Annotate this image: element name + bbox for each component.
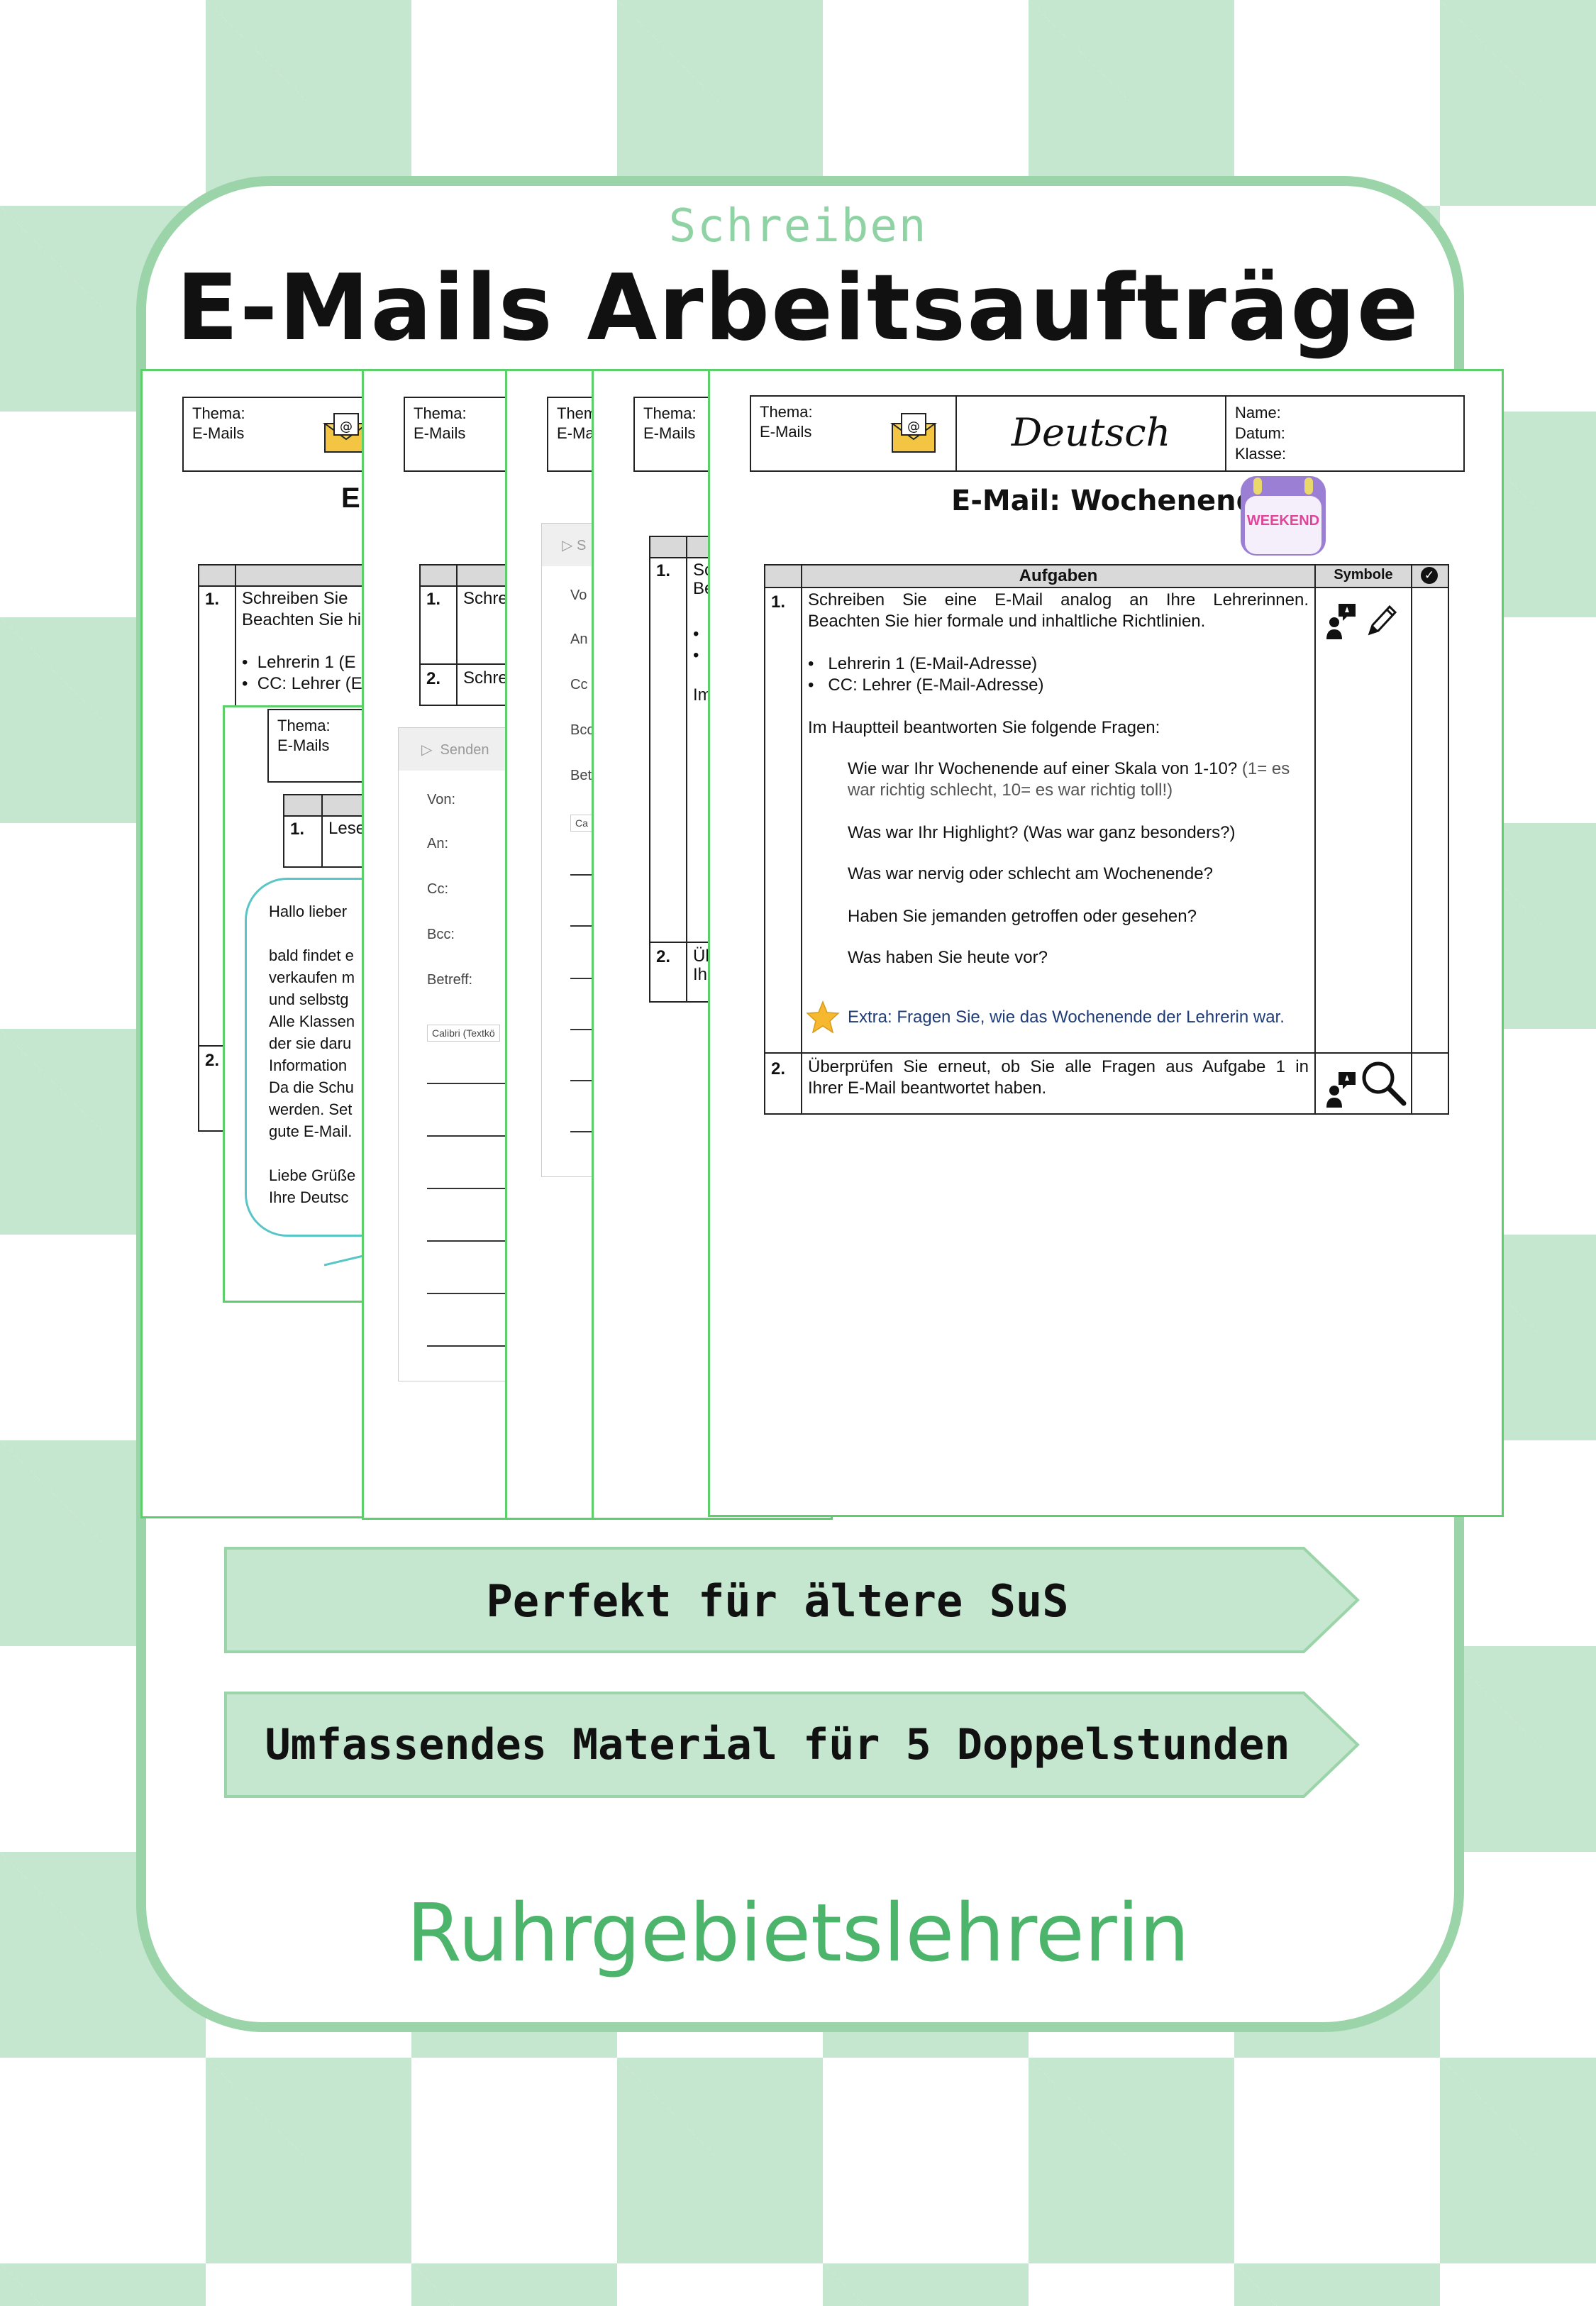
sheet-heading: E-Mail: Wochenende	[951, 485, 1276, 517]
cc-label: Cc	[570, 677, 588, 693]
svg-text:@: @	[340, 419, 353, 434]
extra-task: Extra: Fragen Sie, wie das Wochenende de…	[848, 1008, 1285, 1027]
sheet-header: Thema: E-Mails @ Deutsch Name: Datum: Kl…	[750, 395, 1465, 472]
task-2-text: Schre	[463, 668, 508, 688]
from-label: Vo	[570, 587, 587, 603]
send-button[interactable]: ▷ Senden	[421, 742, 489, 758]
magnifier-icon	[1362, 1061, 1407, 1106]
question-3: Was war nervig oder schlecht am Wochenen…	[848, 864, 1213, 883]
bcc-label: Bcc	[570, 722, 594, 738]
speaking-person-icon	[1326, 604, 1356, 639]
svg-text:@: @	[907, 419, 920, 434]
tasks-header: Aufgaben	[1019, 566, 1098, 585]
pencil-icon	[1368, 605, 1397, 636]
question-5: Was haben Sie heute vor?	[848, 948, 1048, 967]
thema-label: Thema:	[414, 404, 467, 422]
task-1-text: Lese	[328, 819, 366, 838]
bullet-2: CC: Lehrer (E	[257, 674, 362, 693]
to-label: An:	[427, 836, 449, 851]
feature-banner-1: Perfekt für ältere SuS	[486, 1575, 1069, 1627]
feature-banner-2: Umfassendes Material für 5 Doppelstunden	[265, 1720, 1290, 1770]
worksheet-front: Thema: E-Mails @ Deutsch Name: Datum: Kl…	[708, 369, 1504, 1517]
send-icon: ▷	[562, 538, 573, 553]
bcc-label: Bcc:	[427, 927, 455, 942]
subject-label: Betreff:	[427, 972, 473, 988]
letter-text: Hallo lieber bald findet e verkaufen m u…	[269, 903, 356, 1206]
checkmark-icon: ✓	[1421, 567, 1438, 584]
task-1-text: Schre	[463, 589, 508, 608]
cover-title: E-Mails Arbeitsaufträge	[176, 255, 1420, 361]
thema-label: Thema:	[277, 717, 331, 734]
thema-label: Thema:	[643, 404, 697, 422]
cover-subtitle: Schreiben	[668, 200, 928, 253]
to-label: An	[570, 631, 588, 647]
thema-label: Thema:	[760, 403, 813, 421]
thema-label: Thema:	[192, 404, 245, 422]
subject-label: Bet	[570, 768, 592, 783]
question-1: Wie war Ihr Wochenende auf einer Skala v…	[848, 759, 1290, 800]
task-2-number: 2.	[771, 1059, 786, 1078]
send-button[interactable]: ▷ S	[562, 538, 587, 553]
thema-value: E-Mails	[643, 424, 696, 442]
class-label: Klasse:	[1235, 445, 1287, 463]
task-1-number: 1.	[771, 592, 786, 612]
feature-banner-2-shape	[224, 1692, 1360, 1798]
speaking-person-icon	[1326, 1072, 1356, 1108]
from-label: Von:	[427, 792, 456, 807]
task-table: Aufgaben Symbole ✓ 1. Schreiben Sie eine…	[764, 564, 1449, 1115]
cc-label: Cc:	[427, 881, 448, 897]
send-icon: ▷	[421, 742, 433, 758]
feature-banner-1-shape	[224, 1547, 1360, 1653]
task-2-text-2: Ih	[693, 965, 708, 984]
weekend-calendar-icon: WEEKEND	[1239, 476, 1327, 560]
task-1-bullet-1: • Lehrerin 1 (E-Mail-Adresse)	[808, 654, 1038, 673]
task-2-instruction: Überprüfen Sie erneut, ob Sie alle Frage…	[808, 1057, 1309, 1098]
font-select[interactable]: Calibri (Textkö	[427, 1025, 500, 1042]
star-icon	[806, 1000, 840, 1034]
thema-value: E-Ma	[557, 424, 594, 442]
symbols-header: Symbole	[1334, 567, 1393, 583]
thema-value: E-Mails	[760, 423, 812, 441]
question-2: Was war Ihr Highlight? (Was war ganz bes…	[848, 823, 1236, 842]
thema-value: E-Mails	[192, 424, 245, 442]
name-label: Name:	[1235, 404, 1281, 421]
thema-value: E-Mails	[277, 737, 330, 754]
envelope-icon: @	[323, 413, 370, 453]
brand-name: Ruhrgebietslehrerin	[406, 1887, 1190, 1980]
question-4: Haben Sie jemanden getroffen oder gesehe…	[848, 907, 1197, 926]
date-label: Datum:	[1235, 424, 1285, 442]
thema-label: Them	[557, 404, 597, 422]
bullet-1: Lehrerin 1 (E	[257, 653, 356, 672]
envelope-icon: @	[890, 413, 937, 453]
task-2-number: 2.	[205, 1051, 220, 1070]
task-1-text-2: Beachten Sie hi	[242, 610, 362, 629]
task-1-bullet-2: • CC: Lehrer (E-Mail-Adresse)	[808, 675, 1044, 695]
task-1-intro: Im Hauptteil beantworten Sie folgende Fr…	[808, 718, 1160, 737]
subject-label: Deutsch	[957, 397, 1226, 470]
thema-value: E-Mails	[414, 424, 466, 442]
task-1-instruction: Schreiben Sie eine E-Mail analog an Ihre…	[808, 590, 1309, 631]
weekend-badge: WEEKEND	[1246, 513, 1320, 529]
task-1-text: Schreiben Sie	[242, 589, 348, 608]
font-select[interactable]: Ca	[570, 815, 593, 832]
